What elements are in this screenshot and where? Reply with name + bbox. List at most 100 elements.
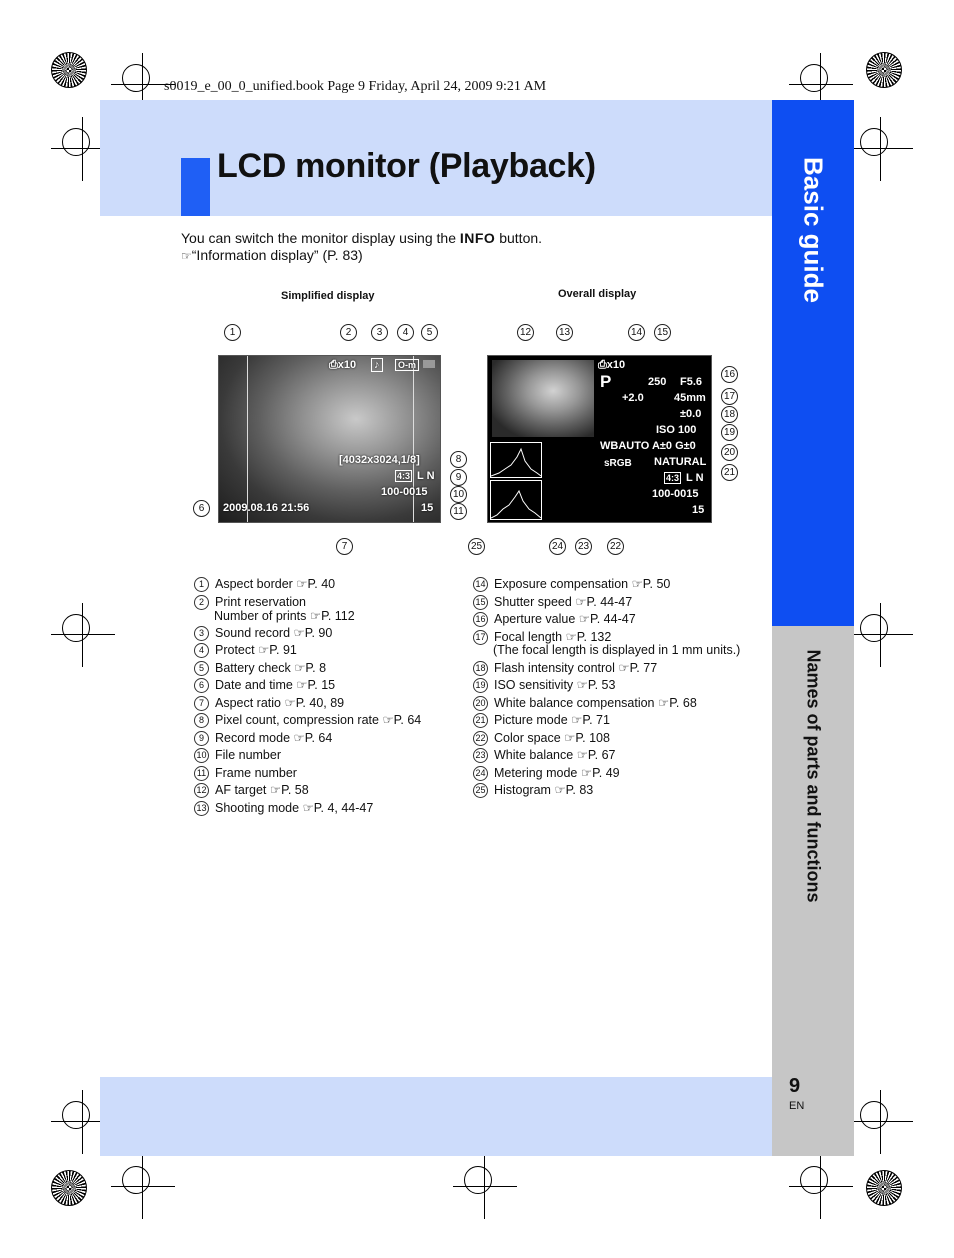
page-reference-link[interactable]: P. 44-47 [590, 612, 636, 626]
reference-icon: ☞ [573, 678, 588, 692]
info-display-link[interactable]: “Information display” (P. 83) [191, 247, 363, 263]
side-tab-basic-guide[interactable]: Basic guide [772, 100, 854, 626]
reference-icon: ☞ [266, 783, 282, 797]
file-number: 100-0015 [652, 488, 699, 500]
side-tab-label: Names of parts and functions [803, 649, 824, 903]
diagram-callout: 9 [450, 469, 467, 486]
reference-icon: ☞ [567, 713, 583, 727]
simplified-display-screen: ⎙x10 ♪ O‑m [4032x3024,1/8] 4:3 L N 100-0… [218, 355, 441, 523]
aspect-ratio: 4:3 [395, 470, 413, 482]
callout-number: 25 [473, 783, 488, 799]
histogram-line [491, 489, 541, 519]
callout-number: 18 [473, 661, 488, 677]
registration-cross-icon [849, 1090, 913, 1154]
legend-text: Frame number [215, 766, 297, 780]
page-reference-link[interactable]: P. 91 [269, 643, 297, 657]
callout-number: 6 [194, 678, 209, 694]
diagram-callout: 15 [654, 324, 671, 341]
iso-sensitivity: ISO 100 [656, 424, 697, 436]
legend-text: Aspect border [215, 577, 293, 591]
legend-text: Pixel count, compression rate [215, 713, 379, 727]
legend-item: 18 Flash intensity control ☞P. 77 [473, 661, 658, 677]
reference-icon: ☞ [292, 678, 308, 692]
page-reference-link[interactable]: P. 4, 44-47 [313, 801, 374, 815]
histogram [490, 442, 542, 478]
page-reference-link[interactable]: P. 8 [305, 661, 327, 675]
page-reference-link[interactable]: P. 83 [565, 783, 594, 797]
legend-text: Flash intensity control [494, 661, 615, 675]
legend-text: Focal length [494, 630, 563, 644]
page-reference-link[interactable]: P. 40 [307, 577, 336, 591]
diagram-callout: 13 [556, 324, 573, 341]
diagram-callout: 6 [193, 500, 210, 517]
side-tab-names-of-parts[interactable]: Names of parts and functions [772, 626, 854, 1156]
page-reference-link[interactable]: P. 67 [587, 748, 616, 762]
sample-photo [492, 360, 594, 437]
diagram-callout: 22 [607, 538, 624, 555]
page-reference-link[interactable]: P. 15 [307, 678, 336, 692]
overall-display-label: Overall display [558, 288, 637, 300]
page-reference-link[interactable]: P. 40, 89 [295, 696, 345, 710]
histogram [490, 480, 542, 520]
registration-cross-icon [51, 603, 115, 667]
registration-cross-icon [789, 53, 853, 117]
reference-icon: ☞ [575, 612, 590, 626]
page-reference-link[interactable]: P. 77 [629, 661, 658, 675]
callout-number: 5 [194, 661, 209, 677]
color-space: sRGB [604, 458, 632, 469]
page-reference-link[interactable]: P. 108 [575, 731, 610, 745]
callout-number: 8 [194, 713, 209, 729]
callout-number: 3 [194, 626, 209, 642]
legend-text: Date and time [215, 678, 293, 692]
page-reference-link[interactable]: P. 64 [393, 713, 422, 727]
page-reference-link[interactable]: P. 50 [642, 577, 671, 591]
print-reservation-indicator: ⎙x10 [329, 359, 357, 371]
aperture-value: F5.6 [680, 376, 703, 388]
reference-icon: ☞ [614, 661, 630, 675]
date-time: 2009.08.16 21:56 [223, 502, 310, 514]
page-reference-link[interactable]: P. 58 [281, 783, 309, 797]
registration-cross-icon [849, 603, 913, 667]
diagram-callout: 18 [721, 406, 738, 423]
frame-number: 15 [692, 504, 705, 516]
callout-number: 24 [473, 766, 488, 782]
page-reference-link[interactable]: P. 90 [304, 626, 333, 640]
page-reference-link[interactable]: P. 44-47 [586, 595, 633, 609]
reference-icon: ☞ [654, 696, 670, 710]
legend-item: 6 Date and time ☞P. 15 [194, 678, 336, 694]
footer-band [100, 1077, 772, 1156]
focal-length: 45mm [674, 392, 706, 404]
legend-text: Aperture value [494, 612, 576, 626]
legend-text: Histogram [494, 783, 551, 797]
callout-number: 9 [194, 731, 209, 747]
legend-text: Protect [215, 643, 255, 657]
aspect-ratio: 4:3 [664, 472, 682, 484]
legend-text: ISO sensitivity [494, 678, 574, 692]
callout-number: 2 [194, 595, 209, 611]
overall-display-screen: ⎙x10 P 250 F5.6 +2.0 45mm ±0.0 ISO 100 W… [487, 355, 712, 523]
callout-number: 12 [194, 783, 209, 799]
page-reference-link[interactable]: P. 132 [576, 630, 612, 644]
diagram-callout: 1 [224, 324, 241, 341]
page-reference-link[interactable]: P. 68 [669, 696, 697, 710]
registration-cross-icon [51, 1090, 115, 1154]
legend-text: Color space [494, 731, 561, 745]
page-reference-link[interactable]: P. 53 [587, 678, 616, 692]
legend-sub-print: Number of prints ☞P. 112 [214, 609, 355, 623]
page-reference-link[interactable]: P. 49 [592, 766, 620, 780]
white-balance: WBAUTO A±0 G±0 [600, 440, 696, 452]
page-reference-link[interactable]: P. 64 [304, 731, 333, 745]
legend-text: Battery check [215, 661, 291, 675]
info-button-label: INFO [459, 230, 496, 246]
page-reference-link[interactable]: P. 71 [582, 713, 610, 727]
